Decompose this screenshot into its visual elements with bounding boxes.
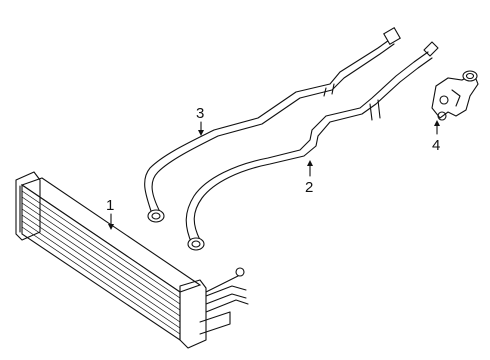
cooler-line-3-part (144, 27, 401, 223)
callout-2-label: 2 (305, 179, 313, 196)
callout-1-label: 1 (106, 197, 114, 214)
callout-2: 2 (305, 160, 313, 196)
callout-3-label: 3 (196, 105, 204, 122)
thermostat-housing-part (431, 70, 479, 121)
callout-4-label: 4 (432, 137, 440, 154)
cooler-line-2-part (185, 41, 439, 251)
oil-cooler-part (15, 171, 249, 349)
callout-1: 1 (106, 197, 114, 230)
callout-4: 4 (432, 120, 440, 154)
callout-3: 3 (196, 105, 204, 136)
